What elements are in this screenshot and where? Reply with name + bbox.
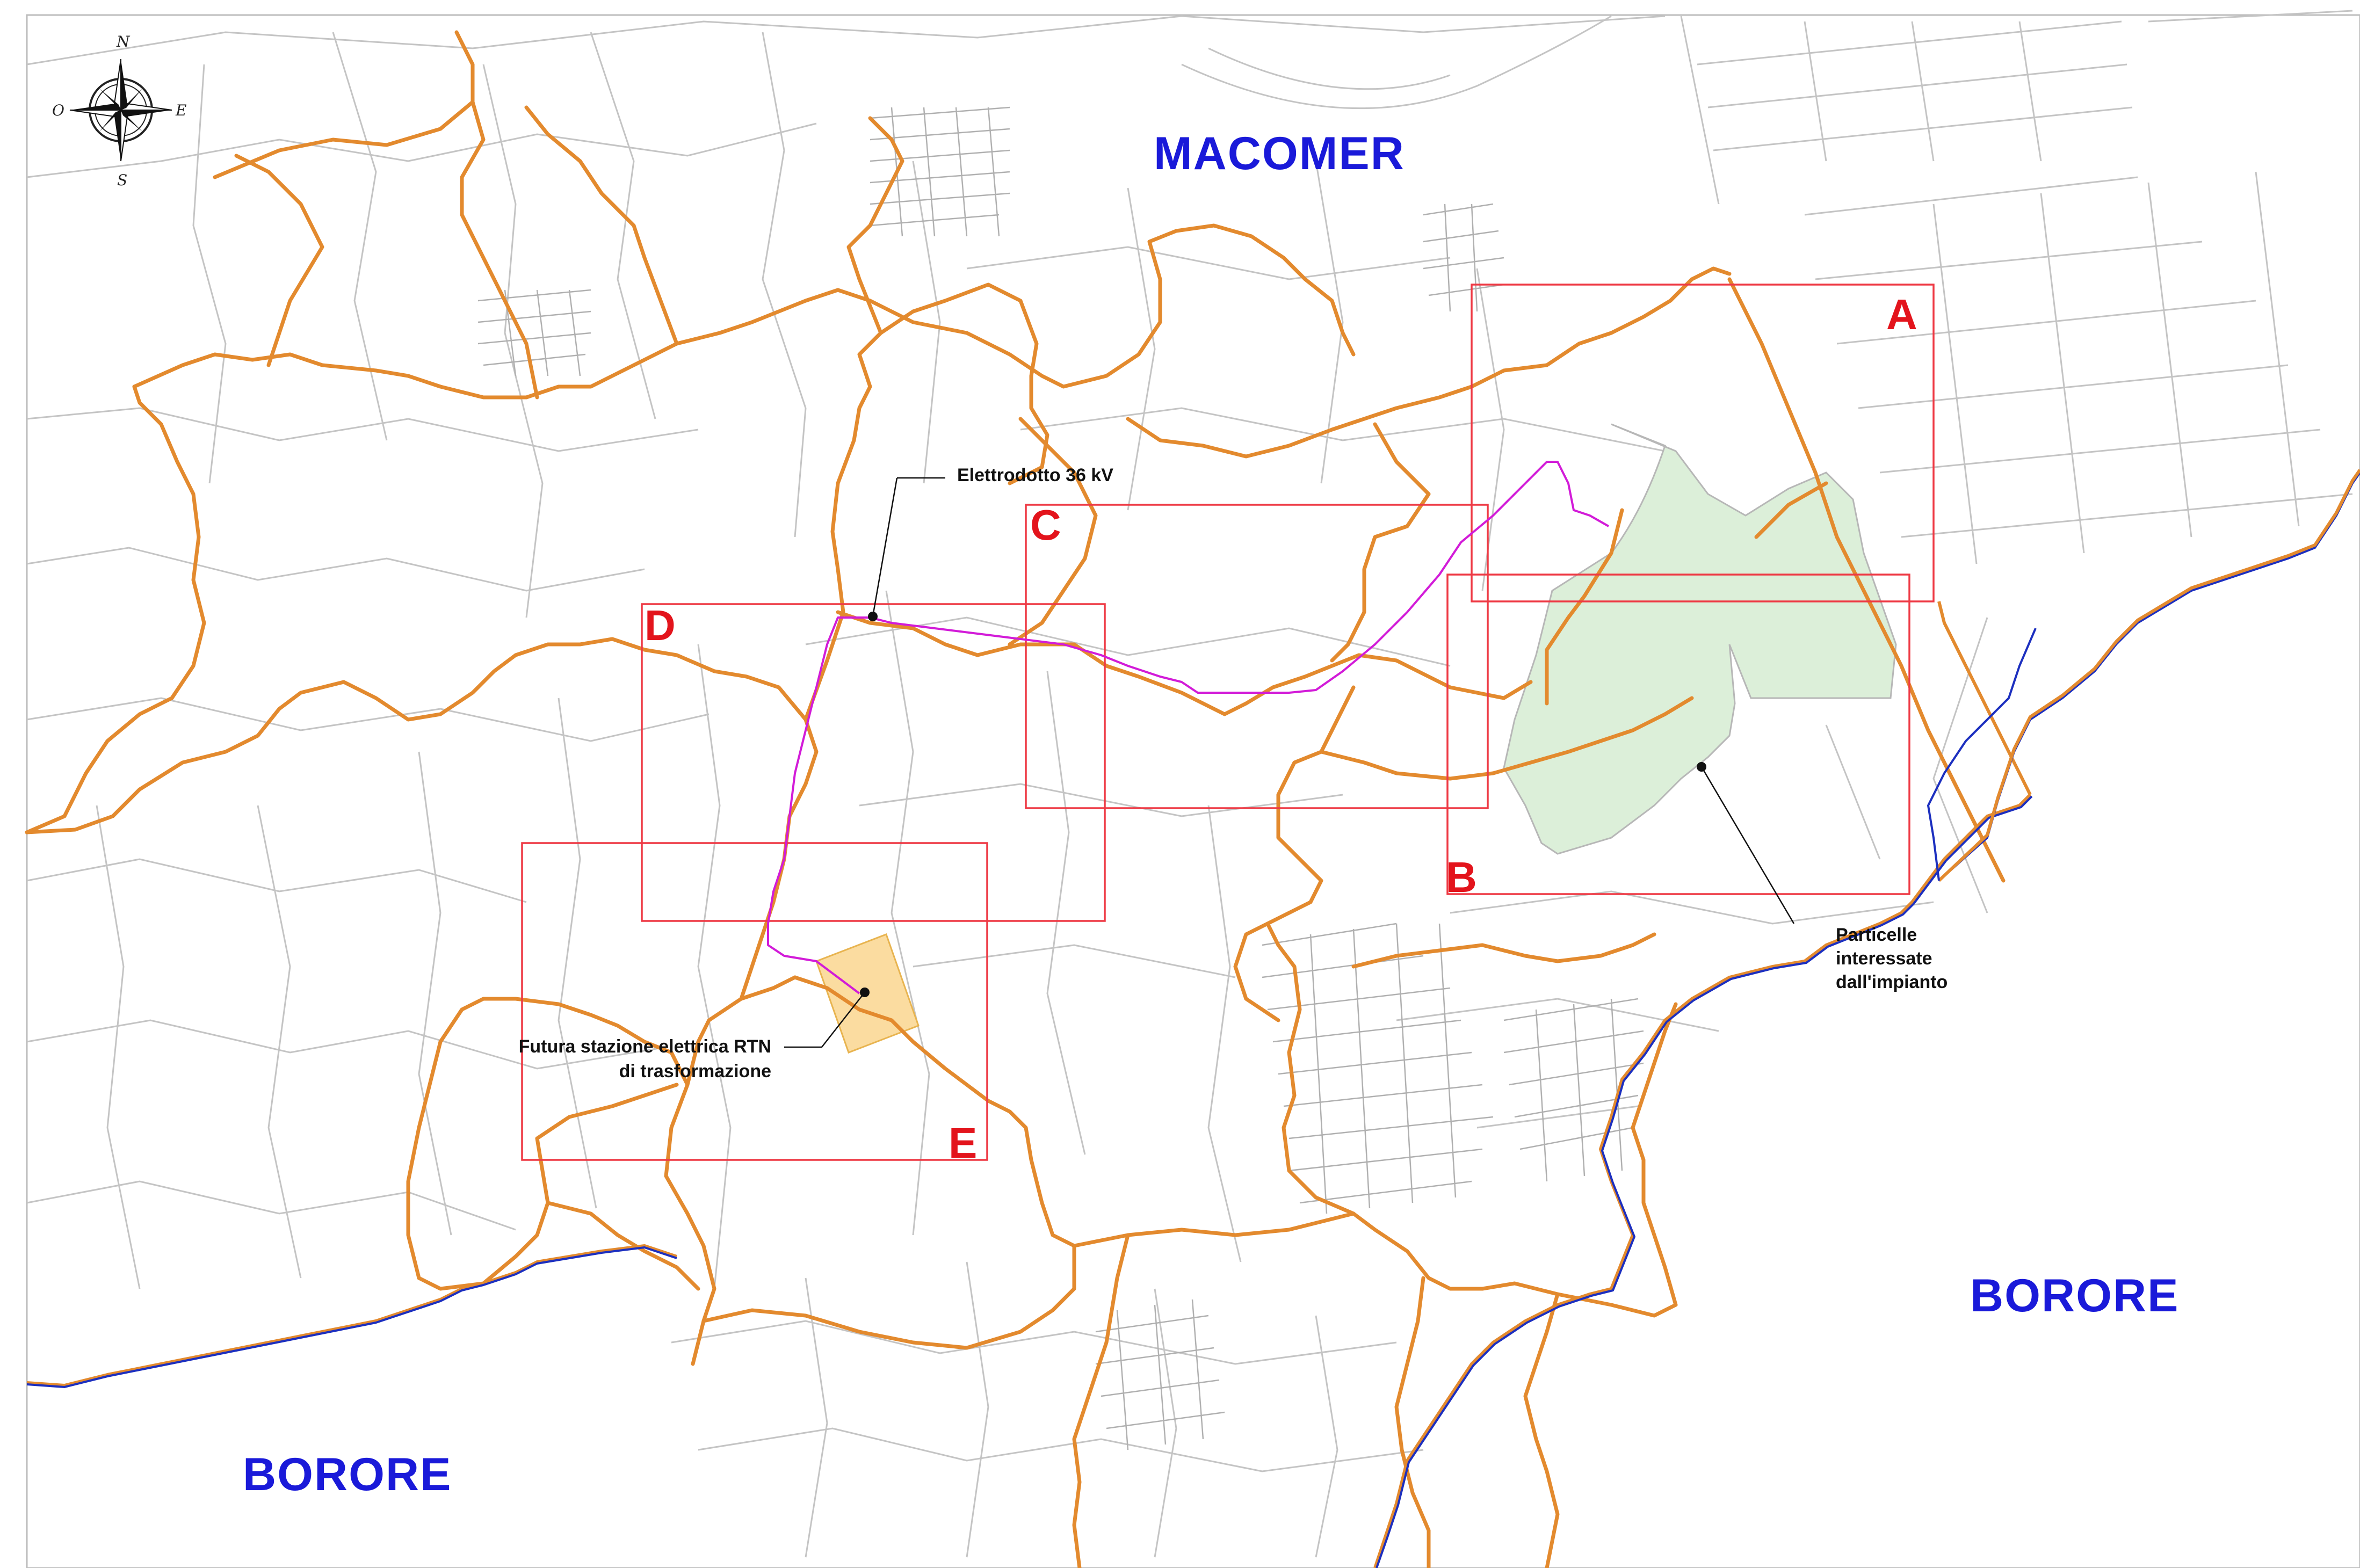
station-marker bbox=[860, 988, 870, 997]
sheet-a-frame bbox=[1471, 284, 1935, 602]
map-frame bbox=[26, 14, 2360, 1568]
sheet-b-frame bbox=[1446, 574, 1910, 895]
sheet-c-frame bbox=[1025, 504, 1489, 809]
sheet-d-frame bbox=[641, 603, 1106, 922]
parcels-marker bbox=[1697, 762, 1706, 772]
sheet-e-frame bbox=[521, 842, 988, 1161]
cable-marker bbox=[868, 612, 878, 621]
parcels-callout-line1: Particelle bbox=[1836, 925, 1917, 945]
town-label-north: MACOMER bbox=[1154, 128, 1405, 179]
compass-rose-icon: N S E O bbox=[52, 33, 186, 189]
station-callout-line2: di trasformazione bbox=[619, 1061, 771, 1081]
cable-route bbox=[767, 461, 1609, 994]
town-label-east: BORORE bbox=[1970, 1270, 2179, 1322]
compass-e: E bbox=[175, 101, 186, 119]
parcels-callout-line3: dall'impianto bbox=[1836, 972, 1948, 992]
sheet-c-label: C bbox=[1030, 501, 1061, 549]
station-callout-line1: Futura stazione elettrica RTN bbox=[519, 1036, 771, 1057]
sheet-a-label: A bbox=[1886, 291, 1917, 338]
compass-n: N bbox=[116, 33, 131, 50]
compass-w: O bbox=[52, 101, 64, 119]
sheet-d-label: D bbox=[645, 601, 676, 649]
sheet-frames bbox=[521, 284, 1935, 1161]
compass-s: S bbox=[117, 171, 127, 189]
municipal-boundary bbox=[26, 469, 2360, 1568]
village-parcels bbox=[477, 106, 1644, 1450]
leaders bbox=[784, 477, 1795, 1048]
town-label-southwest: BORORE bbox=[243, 1449, 452, 1500]
plant-parcels-area bbox=[1503, 423, 1897, 855]
sheet-e-label: E bbox=[949, 1119, 977, 1167]
parcels-callout-line2: interessate bbox=[1836, 948, 1932, 969]
cable-callout: Elettrodotto 36 kV bbox=[957, 465, 1113, 485]
sheet-b-label: B bbox=[1446, 853, 1477, 901]
